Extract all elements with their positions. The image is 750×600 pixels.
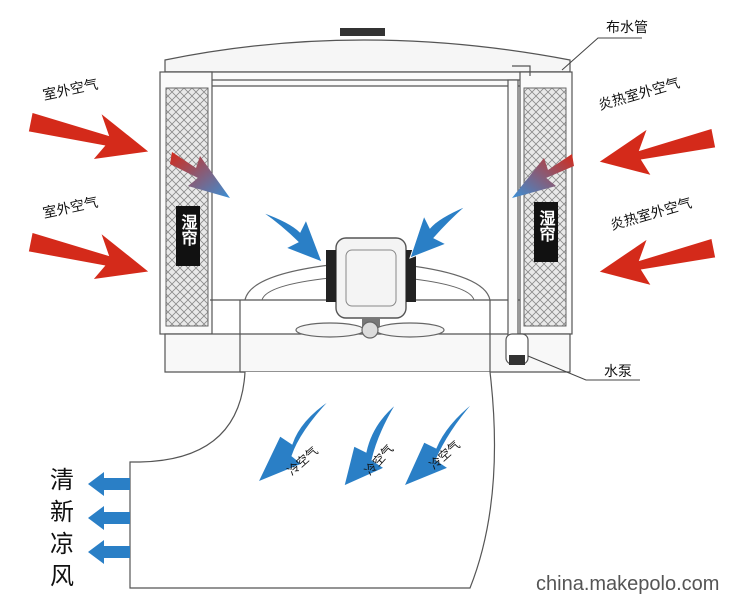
wet-pad-right [523, 87, 567, 327]
cooling-arrow-left [170, 152, 230, 198]
water-pipe-leader [561, 37, 642, 71]
fresh-cool-wind-char-4: 风 [50, 562, 74, 590]
water-pump-label: 水泵 [604, 364, 632, 380]
outdoor-air-label-2: 室外空气 [41, 194, 99, 222]
fresh-air-arrow-3 [88, 540, 130, 564]
cold-air-arrow-1 [256, 399, 331, 483]
wet-pad-left-label: 湿帘 [179, 214, 199, 247]
fresh-air-arrow-2 [88, 506, 130, 530]
cool-air-arrow-in-left [261, 211, 323, 263]
water-pump [505, 333, 529, 365]
water-pump-leader [527, 355, 640, 381]
wet-pad-left-label-box [176, 206, 200, 266]
water-pipe-label: 布水管 [606, 20, 648, 36]
hot-air-arrow-left-2 [27, 229, 152, 282]
cold-air-arrow-2 [343, 403, 397, 487]
cool-air-arrow-in-right [409, 205, 467, 259]
wet-pad-right-label: 湿帘 [537, 210, 557, 243]
watermark: china.makepolo.com [536, 573, 719, 595]
fresh-cool-wind-char-3: 凉 [50, 530, 74, 558]
hot-outdoor-air-label-1: 炎热室外空气 [596, 74, 681, 113]
cooling-arrow-right [512, 154, 574, 198]
wet-pad-right-label-box [534, 202, 558, 262]
fresh-cool-wind-char-2: 新 [50, 498, 74, 526]
hot-air-arrow-right-2 [596, 236, 717, 288]
fresh-cool-wind-char-1: 清 [50, 466, 74, 494]
hot-air-arrow-right-1 [596, 126, 717, 178]
cold-air-arrow-3 [403, 401, 475, 487]
hot-air-arrow-left-1 [27, 109, 152, 162]
fan-blades [295, 321, 445, 339]
fresh-air-arrow-1 [88, 472, 130, 496]
fan-motor [244, 237, 491, 328]
outdoor-air-label-1: 室外空气 [41, 76, 99, 104]
hot-outdoor-air-label-2: 炎热室外空气 [608, 194, 693, 233]
